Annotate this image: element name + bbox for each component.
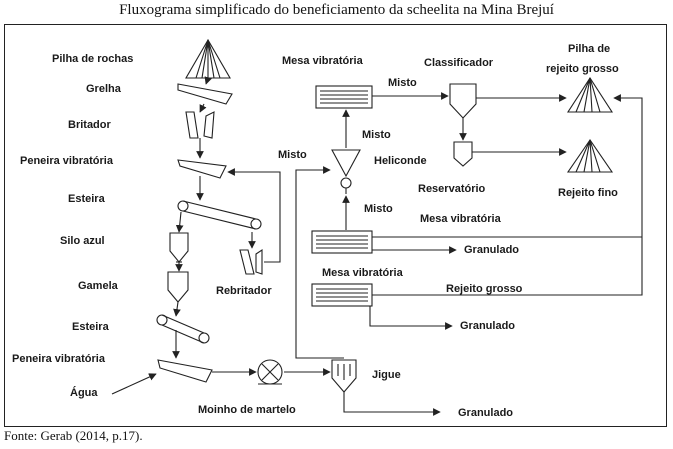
classifier-icon xyxy=(449,83,477,119)
label-shaking-table-2: Mesa vibratória xyxy=(420,213,502,225)
label-mixed-3: Misto xyxy=(278,149,307,161)
hammer-mill-icon xyxy=(257,359,283,385)
label-conveyor-1: Esteira xyxy=(68,193,106,205)
label-fine-tailings: Rejeito fino xyxy=(558,187,618,199)
vibrating-screen-2-icon xyxy=(157,359,213,383)
label-hammer-mill: Moinho de martelo xyxy=(198,404,296,416)
label-rock-pile: Pilha de rochas xyxy=(52,53,133,65)
label-tailings-pile-line1: Pilha de xyxy=(568,43,610,55)
label-granulated-1: Granulado xyxy=(464,244,519,256)
label-silo: Silo azul xyxy=(60,235,105,247)
label-shaking-table-1: Mesa vibratória xyxy=(282,55,364,67)
figure-title: Fluxograma simplificado do beneficiament… xyxy=(119,2,554,18)
label-mixed-4: Misto xyxy=(364,203,393,215)
label-classifier: Classificador xyxy=(424,57,494,69)
shaking-table-3-icon xyxy=(311,283,373,307)
shaking-table-1-icon xyxy=(315,85,373,109)
label-water: Água xyxy=(70,386,98,399)
label-hydrocyclone: Heliconde xyxy=(374,155,427,167)
diagram-frame xyxy=(4,24,667,427)
label-mixed-2: Misto xyxy=(362,129,391,141)
label-secondary-crusher: Rebritador xyxy=(216,285,272,297)
hopper-icon xyxy=(167,271,189,303)
label-mixed-1: Misto xyxy=(388,77,417,89)
label-hopper: Gamela xyxy=(78,280,119,292)
label-tailings-pile-line2: rejeito grosso xyxy=(546,63,619,75)
label-jig: Jigue xyxy=(372,369,401,381)
conveyor-2-icon xyxy=(156,314,210,344)
label-conveyor-2: Esteira xyxy=(72,321,110,333)
secondary-crusher-icon xyxy=(239,248,263,275)
grizzly-grid-icon xyxy=(177,83,233,105)
label-granulated-2: Granulado xyxy=(460,320,515,332)
label-shaking-table-3: Mesa vibratória xyxy=(322,267,404,279)
label-granulated-3: Granulado xyxy=(458,407,513,419)
label-screen-2: Peneira vibratória xyxy=(12,353,106,365)
reservoir-icon xyxy=(453,141,473,167)
vibrating-screen-1-icon xyxy=(177,159,227,179)
flow-connections xyxy=(111,76,643,416)
label-screen-1: Peneira vibratória xyxy=(20,155,114,167)
conveyor-1-icon xyxy=(177,200,262,230)
jig-icon xyxy=(331,359,357,393)
label-coarse-tailings: Rejeito grosso xyxy=(446,283,523,295)
fine-tailings-pile-icon xyxy=(566,139,614,173)
source-note: Fonte: Gerab (2014, p.17). xyxy=(4,428,143,443)
shaking-table-2-icon xyxy=(311,230,373,254)
label-crusher: Britador xyxy=(68,119,112,131)
jaw-crusher-icon xyxy=(185,111,215,139)
hydrocyclone-icon xyxy=(331,149,361,194)
label-grizzly: Grelha xyxy=(86,83,122,95)
blue-silo-icon xyxy=(169,232,189,263)
rock-pile-icon xyxy=(185,38,231,79)
label-reservoir: Reservatório xyxy=(418,183,486,195)
coarse-tailings-pile-icon xyxy=(566,76,614,113)
